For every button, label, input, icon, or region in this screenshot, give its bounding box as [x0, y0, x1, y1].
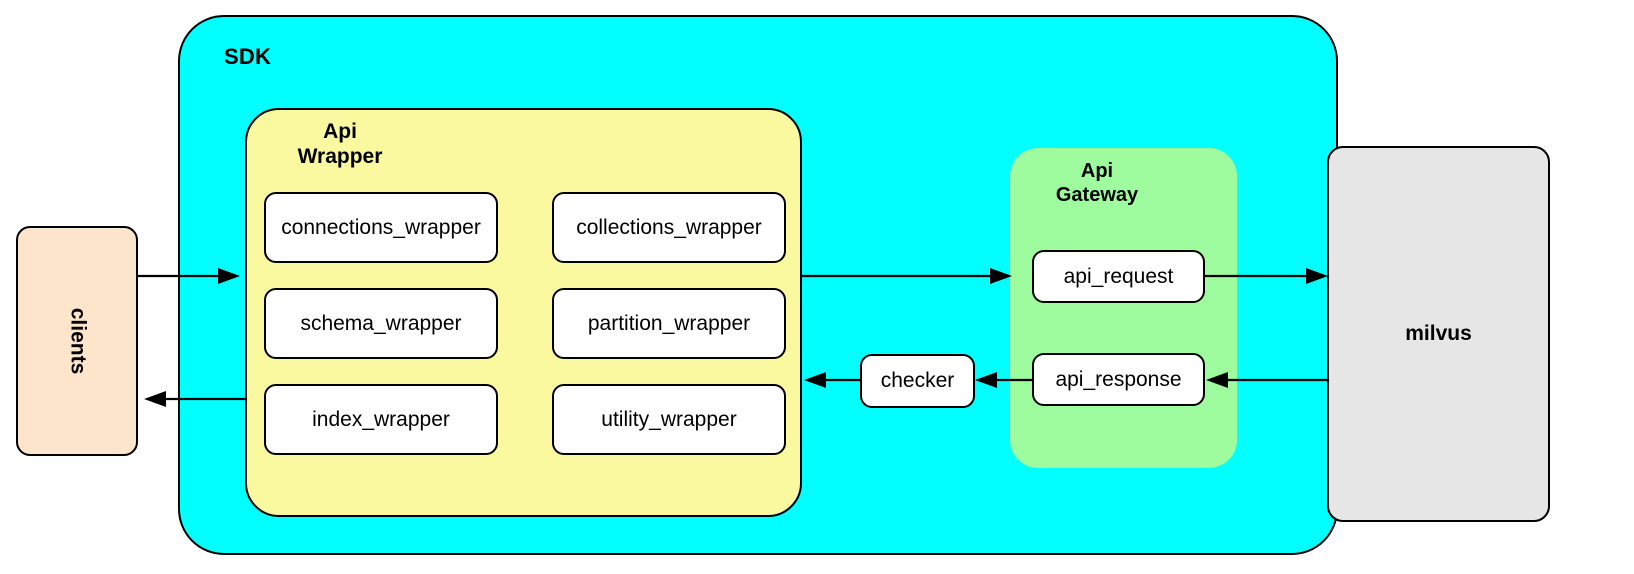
- node-api-response[interactable]: api_response: [1032, 353, 1205, 406]
- node-label: checker: [880, 369, 955, 392]
- node-api-request[interactable]: api_request: [1032, 250, 1205, 303]
- api-wrapper-label-line2: Wrapper: [297, 145, 383, 169]
- node-label: utility_wrapper: [601, 407, 737, 431]
- node-label: index_wrapper: [312, 407, 450, 431]
- clients-node[interactable]: clients: [16, 226, 138, 456]
- node-partition-wrapper[interactable]: partition_wrapper: [552, 288, 786, 359]
- node-label: api_response: [1055, 367, 1182, 391]
- node-collections-wrapper[interactable]: collections_wrapper: [552, 192, 786, 263]
- milvus-label: milvus: [1405, 322, 1472, 345]
- node-utility-wrapper[interactable]: utility_wrapper: [552, 384, 786, 455]
- node-label: connections_wrapper: [281, 215, 481, 239]
- clients-label: clients: [66, 307, 89, 375]
- api-gateway-label-line1: Api: [1080, 160, 1114, 182]
- node-checker[interactable]: checker: [860, 354, 975, 408]
- sdk-label: SDK: [224, 44, 272, 69]
- node-label: schema_wrapper: [300, 311, 462, 335]
- api-wrapper-label: Api Wrapper: [260, 119, 420, 169]
- api-gateway-label-line2: Gateway: [1055, 184, 1139, 207]
- api-wrapper-label-line1: Api: [323, 120, 357, 143]
- node-index-wrapper[interactable]: index_wrapper: [264, 384, 498, 455]
- milvus-node[interactable]: milvus: [1327, 146, 1550, 522]
- node-schema-wrapper[interactable]: schema_wrapper: [264, 288, 498, 359]
- api-gateway-container: Api Gateway: [1010, 148, 1237, 468]
- node-label: collections_wrapper: [576, 215, 762, 239]
- api-gateway-label: Api Gateway: [1022, 159, 1172, 208]
- node-label: partition_wrapper: [587, 311, 751, 335]
- node-label: api_request: [1063, 264, 1174, 288]
- node-connections-wrapper[interactable]: connections_wrapper: [264, 192, 498, 263]
